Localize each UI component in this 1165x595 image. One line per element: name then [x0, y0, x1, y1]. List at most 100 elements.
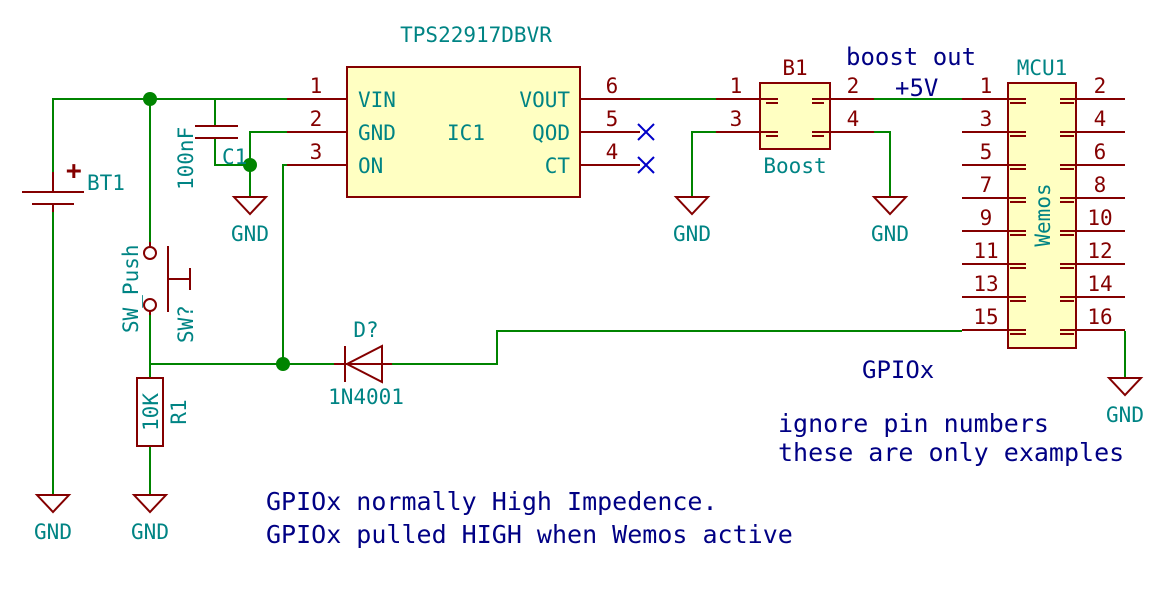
sw-contact-bottom: [143, 298, 157, 312]
ic1-body: [346, 66, 581, 198]
wires: [52, 98, 1126, 495]
mcu1-pin-num-left: 3: [980, 107, 993, 131]
gnd-label: GND: [34, 520, 72, 544]
b1-pin2-num: 2: [847, 74, 860, 98]
wire-ic-on: [282, 164, 287, 364]
d1-anode-triangle: [344, 344, 383, 384]
gnd-icon: GND: [871, 196, 909, 246]
ic1-pin2-num: 2: [310, 107, 323, 131]
ic1-pin4-num: 4: [606, 140, 619, 164]
label-boost-out: boost out: [846, 43, 976, 71]
ic1-pin-gnd: GND: [358, 121, 396, 145]
no-connect-ct-icon: [637, 156, 655, 174]
wire-cap-bottom: [214, 138, 250, 166]
junctions: [143, 92, 290, 371]
c1-ref-label: C1: [222, 145, 247, 169]
sw-value-label: SW_Push: [119, 244, 143, 333]
b1-body: [759, 82, 831, 150]
ic1-pin3-num: 3: [310, 140, 323, 164]
gnd-label: GND: [231, 222, 269, 246]
ic1-pin-vin: VIN: [358, 88, 396, 112]
sw-push-switch[interactable]: SW_Push SW?: [119, 242, 198, 343]
sw-contact-top: [143, 246, 157, 260]
no-connect-qod-icon: [637, 123, 655, 141]
bt1-battery[interactable]: + BT1: [22, 156, 125, 212]
mcu1-pin-num-left: 15: [973, 305, 998, 329]
mcu1-pin-num-right: 14: [1087, 272, 1112, 296]
gnd-label: GND: [131, 520, 169, 544]
note-gpio-line2: GPIOx pulled HIGH when Wemos active: [266, 520, 793, 549]
mcu1-pin-num-left: 11: [973, 239, 998, 263]
gnd-label: GND: [1106, 403, 1144, 427]
ic1-switch[interactable]: TPS22917DBVR IC1 1 2 3 VIN GND ON 6 5 4 …: [287, 23, 640, 198]
mcu1-pin-num-left: 9: [980, 206, 993, 230]
sw-ref-label: SW?: [174, 305, 198, 343]
mcu1-value-label: Wemos: [1031, 183, 1055, 246]
label-gpiox: GPIOx: [862, 356, 934, 384]
ic1-pin6-num: 6: [606, 74, 619, 98]
r1-value-label: 10K: [139, 393, 163, 431]
wire-diode-gpio: [392, 330, 962, 365]
junction-top: [143, 92, 157, 106]
ic1-pin5-num: 5: [606, 107, 619, 131]
wire-boost-pin3-gnd: [691, 131, 716, 197]
junction-on-diode: [276, 357, 290, 371]
mcu1-pin-num-left: 5: [980, 140, 993, 164]
mcu1-pin-num-left: 13: [973, 272, 998, 296]
c1-capacitor[interactable]: 100nF C1: [174, 125, 247, 190]
r1-resistor[interactable]: 10K R1: [136, 377, 191, 447]
mcu1-ref-label: MCU1: [1017, 56, 1068, 80]
b1-boost-module[interactable]: B1 Boost 1 3 2 4: [716, 56, 874, 178]
wire-battery-top: [52, 98, 150, 172]
ic1-pin-ct: CT: [545, 154, 571, 178]
mcu1-pin-num-right: 4: [1094, 107, 1107, 131]
b1-pin1-num: 1: [730, 74, 743, 98]
ic1-part-label: TPS22917DBVR: [400, 23, 552, 47]
c1-value-label: 100nF: [174, 127, 198, 190]
mcu1-pin-num-right: 2: [1094, 74, 1107, 98]
mcu1-body: [1007, 82, 1077, 349]
gnd-label: GND: [673, 222, 711, 246]
gnd-symbols: GND GND GND GND GND GND: [34, 196, 1144, 544]
ic1-pin-on: ON: [358, 154, 383, 178]
junction-cap-gnd: [243, 158, 257, 172]
wire-ic-gnd: [249, 131, 287, 197]
gnd-icon: GND: [673, 196, 711, 246]
d1-ref-label: D?: [353, 318, 378, 342]
bt1-polarity-plus: +: [66, 156, 82, 186]
ic1-pin-vout: VOUT: [519, 88, 570, 112]
d1-diode[interactable]: D? 1N4001: [328, 318, 404, 409]
no-connect-markers: [637, 123, 655, 174]
mcu1-pin-num-left: 1: [980, 74, 993, 98]
mcu1-pin-num-right: 6: [1094, 140, 1107, 164]
mcu1-pin-num-right: 12: [1087, 239, 1112, 263]
mcu1-pin-num-right: 16: [1087, 305, 1112, 329]
mcu1-pin-num-left: 7: [980, 173, 993, 197]
gnd-icon: GND: [231, 196, 269, 246]
b1-pin4-num: 4: [847, 107, 860, 131]
d1-value-label: 1N4001: [328, 385, 404, 409]
note-pin-line1: ignore pin numbers: [778, 409, 1049, 438]
wire-boost-pin4-gnd: [874, 131, 891, 197]
ic1-ref-label: IC1: [447, 121, 485, 145]
gnd-icon: GND: [1106, 377, 1144, 427]
b1-pin3-num: 3: [730, 107, 743, 131]
b1-value-label: Boost: [763, 154, 826, 178]
gnd-icon: GND: [34, 494, 72, 544]
b1-ref-label: B1: [782, 56, 807, 80]
label-plus5v: +5V: [895, 74, 938, 102]
bt1-ref-label: BT1: [87, 171, 125, 195]
r1-ref-label: R1: [167, 399, 191, 424]
r1-body: [136, 377, 164, 447]
mcu1-pin-num-right: 10: [1087, 206, 1112, 230]
ic1-pin1-num: 1: [310, 74, 323, 98]
note-pin-line2: these are only examples: [778, 438, 1124, 467]
mcu1-pin-num-right: 8: [1094, 173, 1107, 197]
note-gpio-line1: GPIOx normally High Impedence.: [266, 487, 718, 516]
gnd-label: GND: [871, 222, 909, 246]
gnd-icon: GND: [131, 494, 169, 544]
ic1-pin-qod: QOD: [532, 121, 570, 145]
